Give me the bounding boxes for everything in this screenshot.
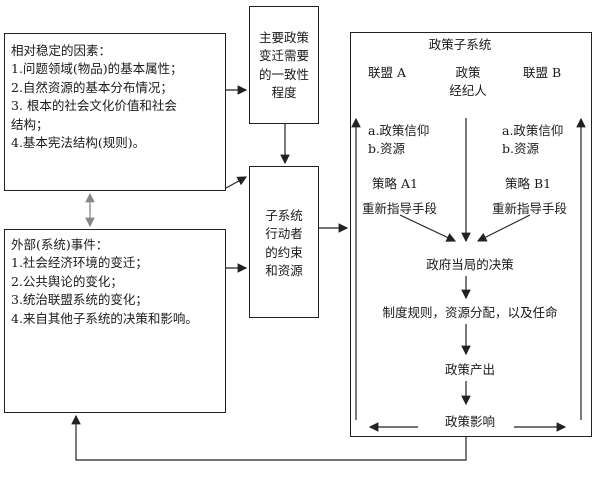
arrow-stable-to-constraints — [225, 176, 248, 189]
arrow-feedback-to-events — [71, 414, 467, 461]
constraints-line: 行动者 — [265, 226, 303, 242]
stable-factor-item: 4.基本宪法结构(规则)。 — [11, 135, 146, 151]
external-event-item: 1.社会经济环境的变迁； — [11, 255, 148, 271]
arrow-a-to-decision — [399, 214, 457, 242]
stable-factors-title: 相对稳定的因素： — [11, 43, 112, 58]
institutional-rules: 制度规则，资源分配，以及任命 — [382, 305, 558, 320]
coalition-b-label: 联盟 B — [523, 65, 562, 80]
guidance-b: 重新指导手段 — [492, 201, 568, 216]
stable-factor-item: 2.自然资源的基本分布情况； — [11, 79, 173, 95]
policy-broker-label-1: 政策 — [455, 65, 481, 80]
constraints-line: 和资源 — [265, 263, 303, 279]
constraints-line: 子系统 — [265, 208, 303, 223]
coalition-b-resources: b.资源 — [502, 141, 539, 156]
policy-broker-label-2: 经纪人 — [449, 83, 487, 98]
policy-impacts: 政策影响 — [444, 414, 495, 429]
guidance-a: 重新指导手段 — [362, 201, 438, 216]
consensus-line: 变迁需要 — [258, 48, 309, 64]
consensus-line: 主要政策 — [258, 30, 309, 45]
policy-subsystem-box — [350, 32, 592, 437]
stable-factor-item: 3. 根本的社会文化价值和社会 — [11, 98, 177, 114]
coalition-a-beliefs: a.政策信仰 — [368, 123, 430, 138]
external-event-item: 4.来自其他子系统的决策和影响。 — [11, 310, 198, 326]
constraints-line: 的约束 — [265, 244, 303, 260]
stable-factors-box: 相对稳定的因素： 1.问题领域(物品)的基本属性； 2.自然资源的基本分布情况；… — [4, 33, 226, 191]
policy-outputs: 政策产出 — [444, 362, 495, 377]
external-events-title: 外部(系统)事件： — [11, 237, 109, 252]
external-events-box: 外部(系统)事件： 1.社会经济环境的变迁； 2.公共舆论的变化； 3.统治联盟… — [4, 229, 226, 413]
consensus-box: 主要政策 变迁需要 的一致性 程度 — [249, 6, 319, 124]
consensus-line: 的一致性 — [258, 66, 309, 82]
coalition-a-resources: b.资源 — [368, 141, 405, 156]
stable-factor-item: 1.问题领域(物品)的基本属性； — [11, 61, 183, 77]
subsystem-title: 政策子系统 — [428, 37, 492, 52]
external-event-item: 2.公共舆论的变化； — [11, 273, 123, 289]
government-decision: 政府当局的决策 — [426, 257, 514, 272]
strategy-a1: 策略 A1 — [372, 176, 418, 191]
coalition-a-label: 联盟 A — [368, 65, 407, 80]
external-event-item: 3.统治联盟系统的变化； — [11, 292, 148, 308]
arrow-b-to-decision — [476, 214, 531, 242]
constraints-box: 子系统 行动者 的约束 和资源 — [249, 166, 319, 318]
stable-factor-item: 结构； — [11, 116, 49, 132]
coalition-b-beliefs: a.政策信仰 — [502, 123, 564, 138]
consensus-line: 程度 — [271, 85, 297, 101]
strategy-b1: 策略 B1 — [505, 176, 552, 191]
